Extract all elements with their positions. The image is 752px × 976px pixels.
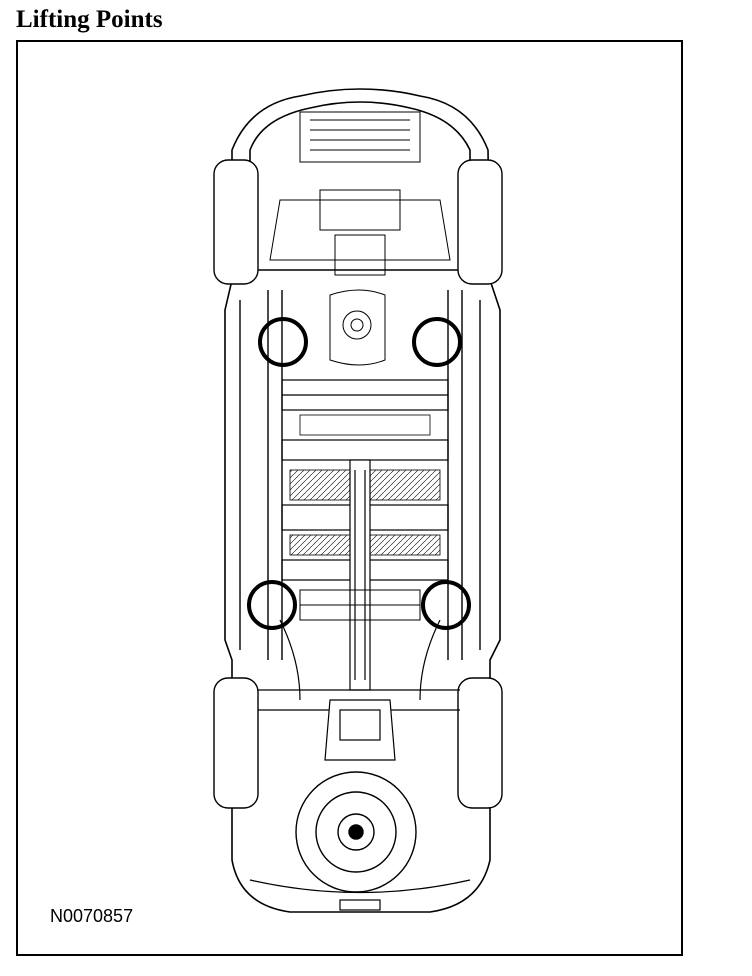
- front-left-wheel: [213, 159, 259, 285]
- front-wheels: [213, 159, 503, 285]
- driveshaft: [349, 459, 371, 691]
- rear-wheels: [213, 677, 503, 809]
- rear-axle: [258, 619, 460, 761]
- rear-left-wheel: [213, 677, 259, 809]
- lift-point-rear-left: [247, 580, 297, 630]
- lift-point-front-right: [412, 317, 462, 367]
- spare-tire: [295, 771, 417, 893]
- lift-point-rear-right: [421, 580, 471, 630]
- figure-id: N0070857: [50, 906, 134, 926]
- page-title: Lifting Points: [16, 6, 163, 33]
- front-right-wheel: [457, 159, 503, 285]
- lift-point-front-left: [258, 317, 308, 367]
- frame-rails: [239, 290, 481, 660]
- diagram-frame: [16, 40, 683, 956]
- engine-area: [329, 289, 386, 366]
- rear-floor: [299, 589, 421, 621]
- lift-point-markers: [247, 317, 471, 630]
- rear-right-wheel: [457, 677, 503, 809]
- front-structure: [269, 111, 451, 276]
- rear-bumper: [249, 879, 471, 911]
